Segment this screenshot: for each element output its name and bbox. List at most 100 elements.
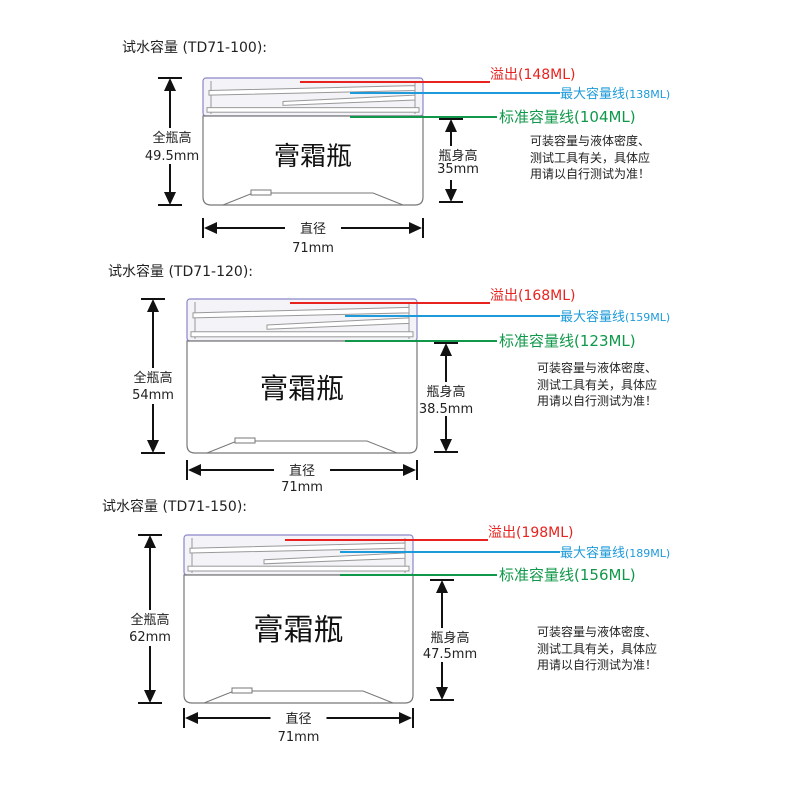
jar-section-3: 试水容量 (TD71-150): 膏霜瓶 溢出(198ML) 最大容量线(189ML)… <box>102 498 670 745</box>
max-label: 最大容量线 <box>560 309 625 325</box>
standard-capacity-line-label: 标准容量线(156ML) <box>499 566 636 584</box>
lid-thread-2 <box>266 317 410 330</box>
body-base-line <box>203 690 394 704</box>
total-height-label-bg <box>123 368 183 404</box>
body-height-label-bg <box>430 146 486 180</box>
body-outline <box>186 340 418 454</box>
lid-thread-1 <box>208 85 416 96</box>
jar-lid <box>202 77 424 117</box>
standard-capacity-line-label: 标准容量线(104ML) <box>499 108 636 126</box>
max-label: 最大容量线 <box>560 545 625 561</box>
body-height-arrow-arrowhead-up <box>436 580 448 593</box>
total-height-label: 全瓶高 <box>133 370 172 386</box>
lid-thread-2 <box>282 94 416 106</box>
total-height-arrow-arrowhead-up <box>164 78 176 91</box>
body-base-line <box>222 192 404 206</box>
capacity-note-line: 可装容量与液体密度、 <box>537 360 657 375</box>
body-height-label-bg <box>422 628 478 662</box>
diameter-arrowhead-right <box>403 464 416 476</box>
diameter-label: 直径 <box>289 464 315 479</box>
overflow-line-label: 溢出(198ML) <box>488 525 574 541</box>
capacity-note-line: 测试工具有关，具体应 <box>537 641 657 656</box>
total-height-label: 全瓶高 <box>152 130 191 146</box>
max-capacity-line-label: 最大容量线(159ML) <box>560 309 670 325</box>
max-value: (159ML) <box>625 311 670 324</box>
jar-lid <box>186 298 418 342</box>
body-base-line <box>206 440 398 454</box>
total-height-arrow-arrowhead-down <box>144 690 156 703</box>
capacity-note-line: 用请以自行测试为准！ <box>537 393 657 408</box>
lid-thread-3 <box>206 107 420 113</box>
capacity-note-line: 测试工具有关，具体应 <box>530 150 650 165</box>
total-height-label-bg <box>142 128 202 164</box>
diameter-label: 直径 <box>300 222 326 237</box>
jar-body: 膏霜瓶 <box>183 574 414 704</box>
diameter-arrowhead-left <box>185 712 198 724</box>
diameter-value: 71mm <box>292 241 334 256</box>
body-height-arrow-arrowhead-down <box>440 439 452 452</box>
body-height-arrow-arrowhead-up <box>445 119 457 132</box>
product-name: 膏霜瓶 <box>274 142 352 172</box>
total-height-value: 54mm <box>132 388 174 403</box>
diameter-arrowhead-left <box>204 222 217 234</box>
lid-thread-2 <box>263 552 406 565</box>
body-height-value: 47.5mm <box>423 647 477 662</box>
diameter-value: 71mm <box>278 730 320 745</box>
max-value: (189ML) <box>625 547 670 560</box>
overflow-line-label: 溢出(168ML) <box>490 288 576 304</box>
product-name: 膏霜瓶 <box>260 372 344 405</box>
jar-body: 膏霜瓶 <box>202 115 424 206</box>
body-height-arrow-arrowhead-down <box>445 189 457 202</box>
body-height-label-bg <box>418 382 474 416</box>
capacity-note-line: 用请以自行测试为准！ <box>537 657 657 672</box>
lid-thread-1 <box>189 542 406 554</box>
jar-body: 膏霜瓶 <box>186 340 418 454</box>
max-label: 最大容量线 <box>560 86 625 102</box>
diameter-arrowhead-right <box>399 712 412 724</box>
body-height-value: 38.5mm <box>419 402 473 417</box>
body-base-notch <box>234 437 256 444</box>
total-height-label: 全瓶高 <box>130 612 169 628</box>
diameter-arrowhead-left <box>188 464 201 476</box>
total-height-arrow-arrowhead-down <box>164 192 176 205</box>
total-height-value: 62mm <box>129 630 171 645</box>
body-outline <box>202 115 424 206</box>
body-base-notch <box>250 189 272 196</box>
capacity-note-line: 用请以自行测试为准！ <box>530 166 650 181</box>
standard-capacity-line-label: 标准容量线(123ML) <box>499 332 636 350</box>
lid-thread-1 <box>192 306 410 319</box>
lid-thread-3 <box>187 565 410 572</box>
jar-section-1: 试水容量 (TD71-100): 膏霜瓶 溢出(148ML) 最大容量线(138ML)… <box>122 39 670 256</box>
body-height-label: 瓶身高 <box>438 148 477 164</box>
diameter-arrowhead-right <box>409 222 422 234</box>
max-value: (138ML) <box>625 88 670 101</box>
body-height-arrow-arrowhead-down <box>436 687 448 700</box>
lid-thread-3 <box>190 331 414 338</box>
section-title: 试水容量 (TD71-150): <box>102 498 247 515</box>
overflow-line-label: 溢出(148ML) <box>490 67 576 83</box>
total-height-value: 49.5mm <box>145 149 199 164</box>
body-outline <box>183 574 414 704</box>
section-title: 试水容量 (TD71-100): <box>122 39 267 56</box>
body-height-label: 瓶身高 <box>426 384 465 400</box>
body-height-label: 瓶身高 <box>430 630 469 646</box>
capacity-note-line: 可装容量与液体密度、 <box>537 624 657 639</box>
body-height-value: 35mm <box>437 162 479 177</box>
total-height-arrow-arrowhead-up <box>144 535 156 548</box>
body-height-arrow-arrowhead-up <box>440 343 452 356</box>
section-title: 试水容量 (TD71-120): <box>108 263 253 280</box>
jar-section-2: 试水容量 (TD71-120): 膏霜瓶 溢出(168ML) 最大容量线(159ML)… <box>108 263 670 495</box>
product-name: 膏霜瓶 <box>254 613 344 648</box>
diameter-label: 直径 <box>285 712 311 727</box>
max-capacity-line-label: 最大容量线(189ML) <box>560 545 670 561</box>
total-height-label-bg <box>120 610 180 646</box>
total-height-arrow-arrowhead-up <box>147 299 159 312</box>
jar-lid <box>183 534 414 576</box>
body-base-notch <box>231 687 253 694</box>
diameter-value: 71mm <box>281 480 323 495</box>
capacity-note-line: 测试工具有关，具体应 <box>537 377 657 392</box>
total-height-arrow-arrowhead-down <box>147 440 159 453</box>
max-capacity-line-label: 最大容量线(138ML) <box>560 86 670 102</box>
